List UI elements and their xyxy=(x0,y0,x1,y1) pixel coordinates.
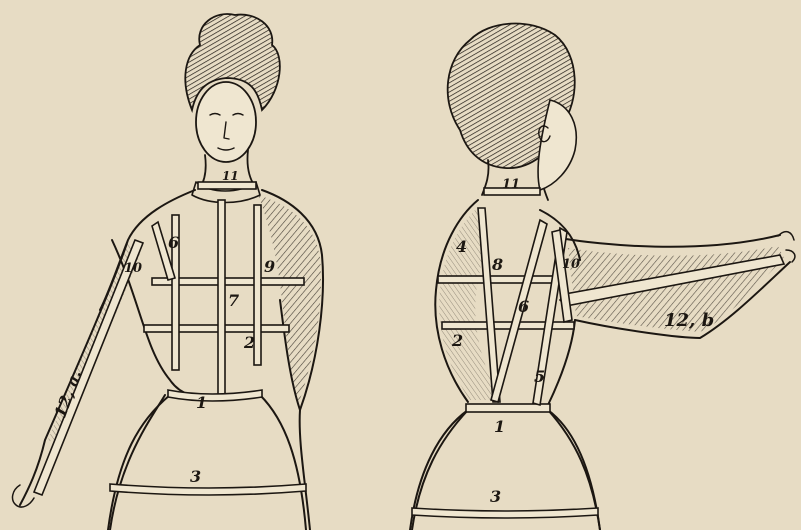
back-label-12b: 12, b xyxy=(664,310,714,331)
back-label-2: 2 xyxy=(451,331,463,350)
front-tape-neck xyxy=(198,182,256,189)
back-label-11: 11 xyxy=(502,177,520,192)
back-tape-under xyxy=(442,322,574,329)
back-label-3: 3 xyxy=(490,487,501,506)
front-label-7: 7 xyxy=(228,291,239,310)
front-label-6: 6 xyxy=(168,233,179,252)
front-label-10: 10 xyxy=(124,261,142,276)
back-label-10: 10 xyxy=(562,257,580,272)
front-label-1: 1 xyxy=(196,393,207,412)
back-tape-waist xyxy=(466,404,550,412)
front-label-11: 11 xyxy=(222,169,239,183)
back-label-6: 6 xyxy=(518,297,529,316)
back-label-4: 4 xyxy=(456,237,467,256)
front-tape-center-vert xyxy=(218,200,225,395)
back-label-5: 5 xyxy=(534,367,545,386)
front-label-3: 3 xyxy=(190,467,201,486)
front-label-2: 2 xyxy=(243,333,255,352)
back-label-1: 1 xyxy=(494,417,505,436)
back-tape-shoulder xyxy=(438,276,554,283)
front-label-9: 9 xyxy=(264,257,275,276)
front-tape-under xyxy=(144,325,289,332)
back-label-8: 8 xyxy=(491,255,503,274)
